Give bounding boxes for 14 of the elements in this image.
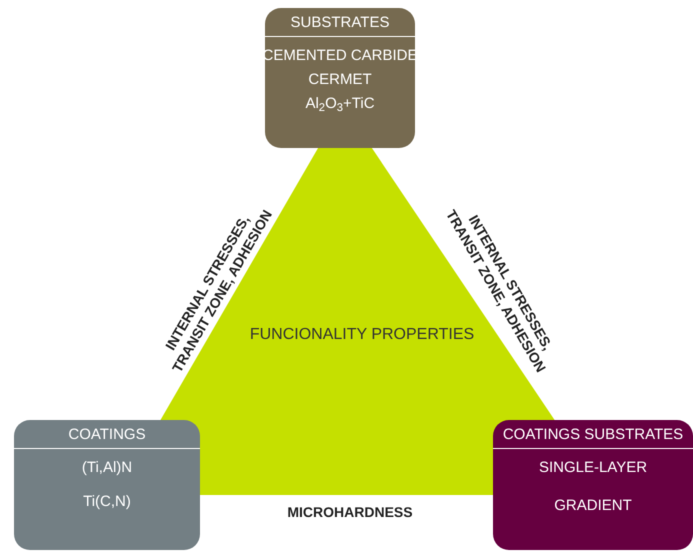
box-heading: COATINGS (14, 420, 200, 449)
box-item: Al$_{2}$O$_{3}$+TiC (305, 95, 375, 113)
category-box (265, 8, 415, 148)
box-item: Ti(C,N) (83, 493, 131, 511)
side-label: MICROHARDNESS (286, 504, 414, 521)
box-heading: SUBSTRATES (265, 8, 415, 37)
category-box (493, 420, 693, 550)
box-item: CERMET (308, 71, 372, 89)
box-item: GRADIENT (554, 497, 632, 515)
box-heading: COATINGS SUBSTRATES (493, 420, 693, 449)
box-item: SINGLE-LAYER (538, 459, 648, 477)
box-item: (Ti,Al)N (82, 459, 132, 477)
box-item: CEMENTED CARBIDE (262, 47, 418, 65)
category-box (14, 420, 200, 550)
